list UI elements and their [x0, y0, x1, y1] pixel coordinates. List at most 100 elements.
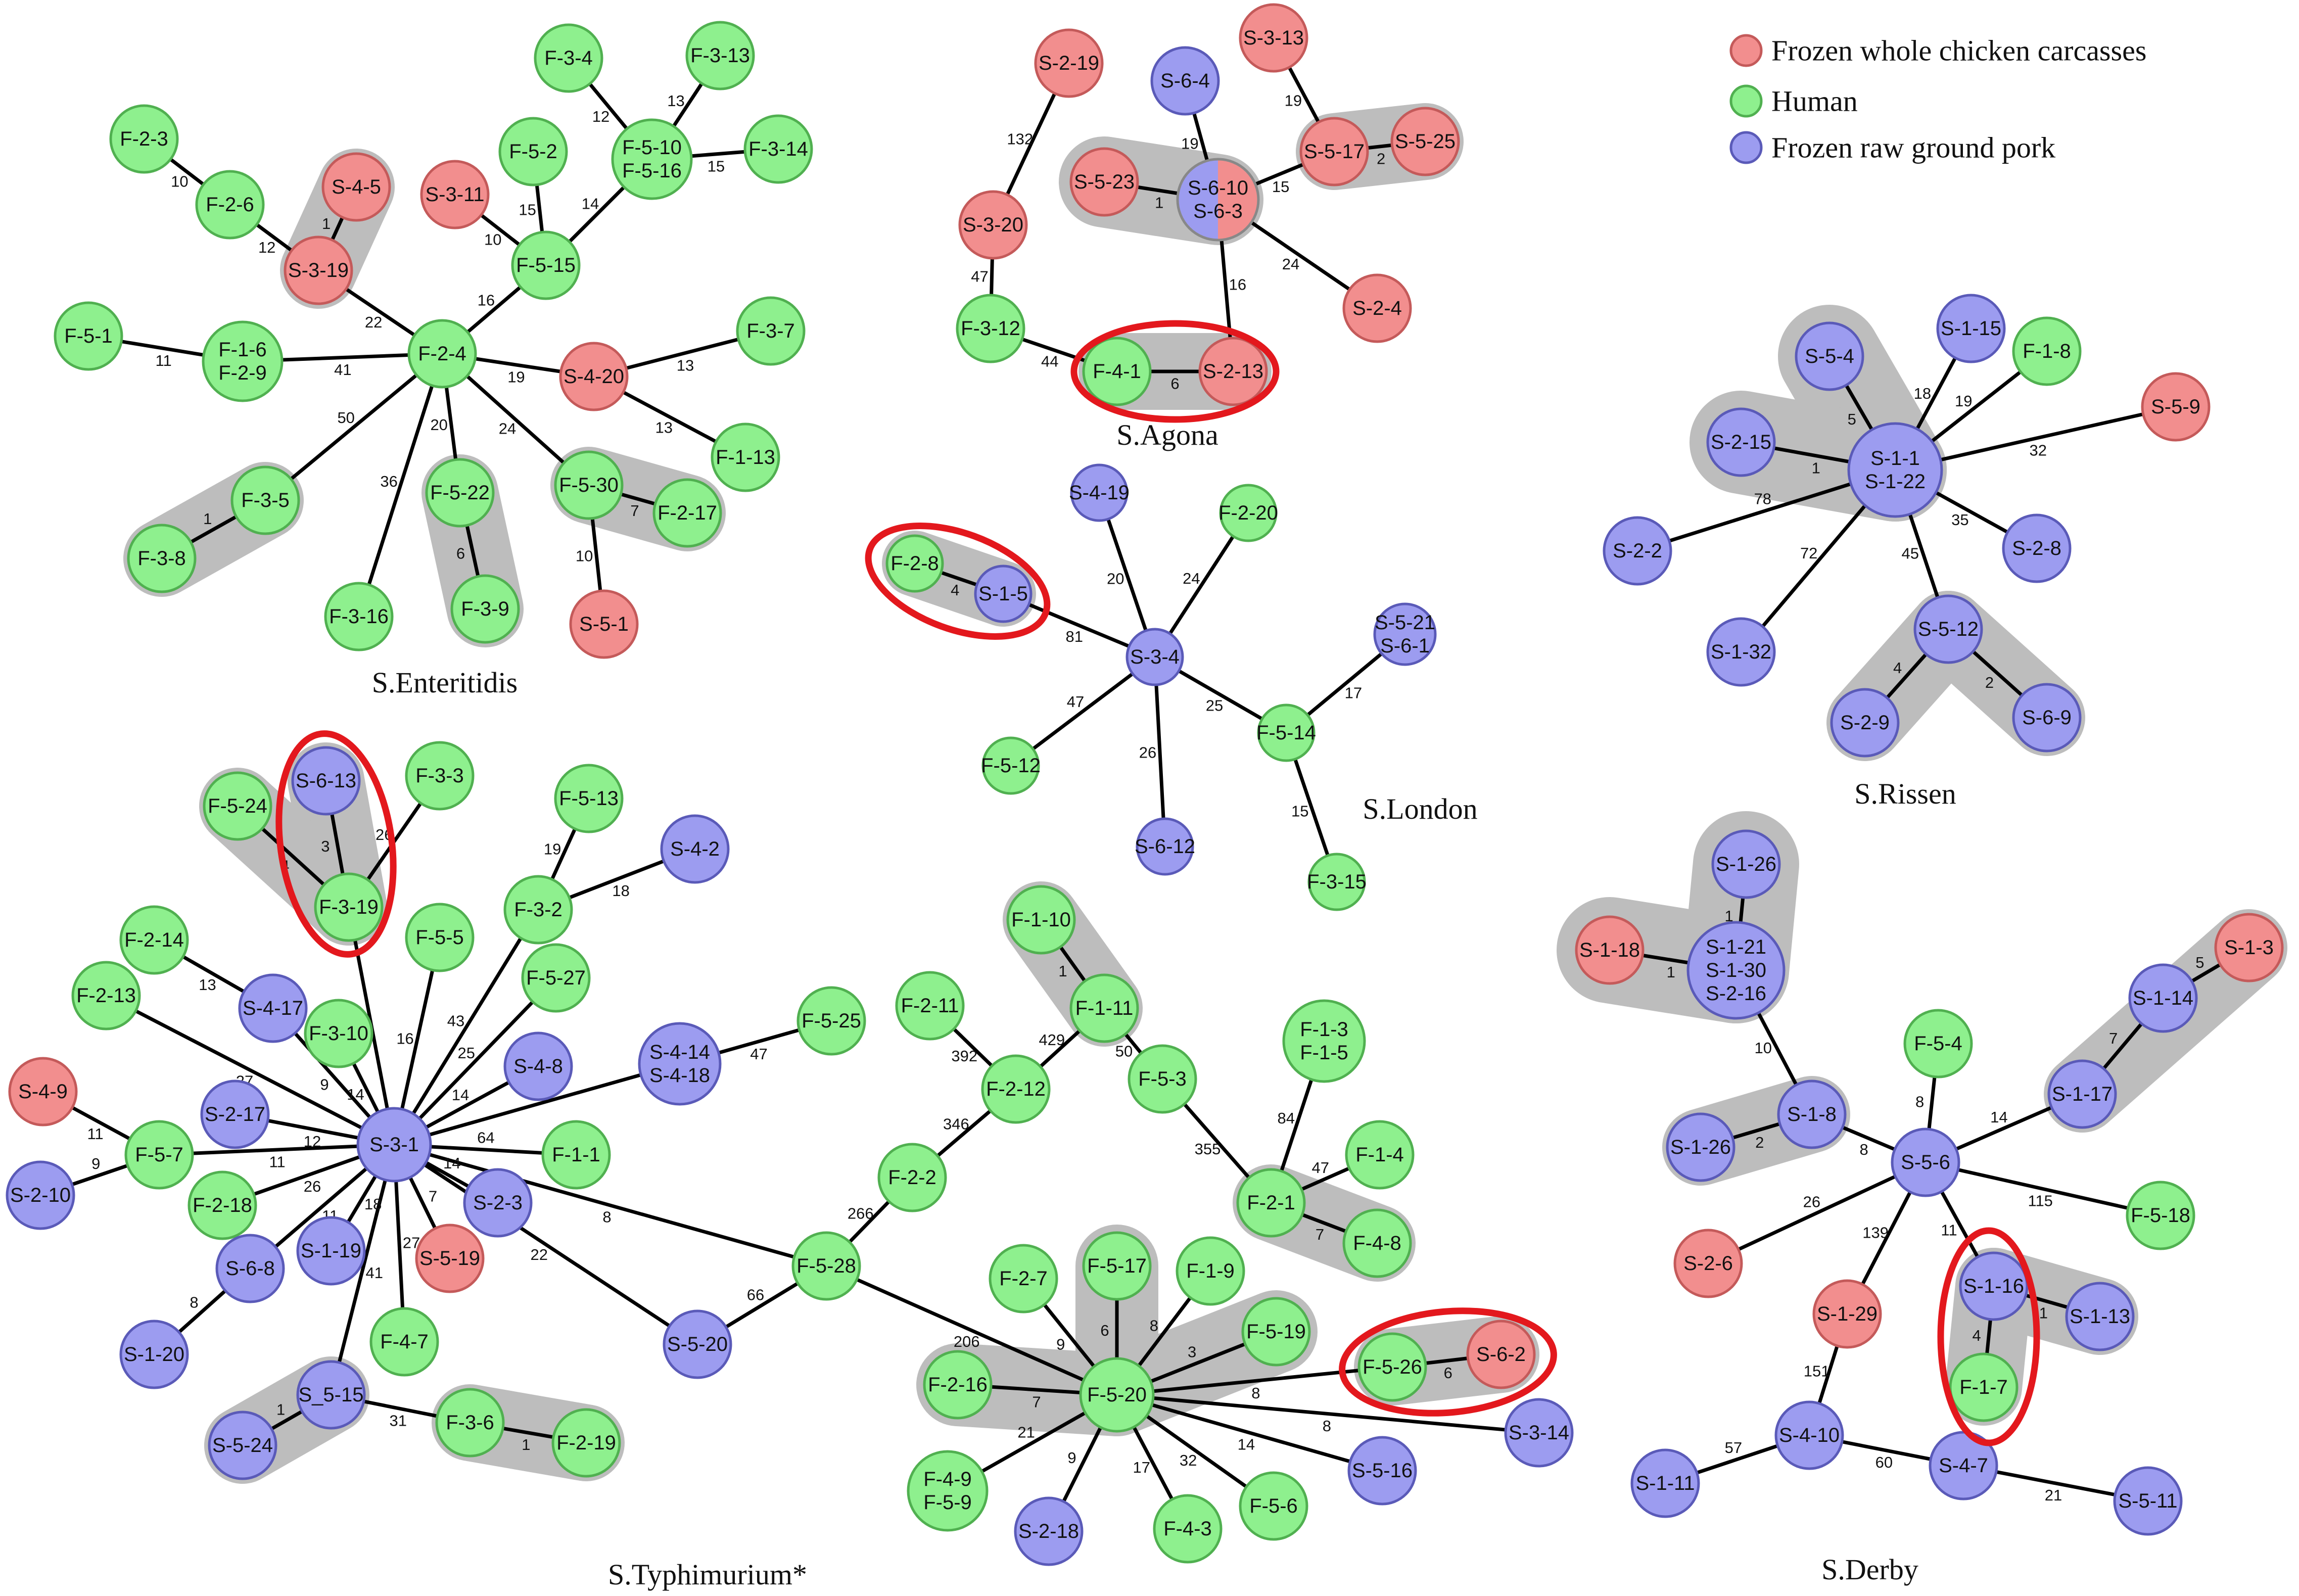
node-circle: [425, 458, 495, 528]
node-label: S-3-13: [1243, 27, 1304, 49]
node-circle: [119, 1320, 189, 1389]
node-circle: [1673, 1229, 1743, 1298]
edge-weight: 47: [971, 267, 988, 285]
node-label: F-3-5: [241, 489, 290, 511]
node-circle: [1153, 1494, 1223, 1564]
node-t-f-4-7: F-4-7: [369, 1307, 439, 1377]
edge-weight: 26: [1803, 1193, 1820, 1211]
highlight-ellipse-typhimurium-f526-s62: [1339, 1307, 1557, 1417]
node-circle: [1079, 1357, 1155, 1433]
node-label: F-3-4: [544, 47, 593, 69]
node-label: S-2-2: [1613, 540, 1662, 562]
node-circle: [736, 296, 806, 366]
node-circle: [71, 961, 141, 1030]
node-label: S-2-10: [10, 1184, 71, 1206]
node-circle: [119, 905, 189, 975]
node-label: S-2-9: [1840, 712, 1890, 734]
node-t-f-5-6: F-5-6: [1239, 1471, 1308, 1541]
edge-weight: 1: [276, 1401, 285, 1419]
edge-weight: 21: [2045, 1486, 2062, 1504]
node-circle: [2126, 1181, 2195, 1250]
edge-weight: 78: [1754, 490, 1771, 508]
node-t-f-5-25: F-5-25: [796, 986, 866, 1056]
node-label: S-5-19: [419, 1247, 480, 1270]
node-circle: [923, 1350, 993, 1420]
node-circle: [1711, 829, 1781, 899]
node-t-s-3-1: S-3-1: [356, 1107, 432, 1183]
node-label: S-4-8: [513, 1055, 563, 1077]
node-d-s-1-14: S-1-14: [2128, 963, 2198, 1033]
node-e-f-5-22: F-5-22: [425, 458, 495, 528]
edge-weight: 15: [708, 157, 725, 175]
node-circle: [1128, 1044, 1197, 1114]
node-e-f-5-10: F-5-10F-5-16: [611, 118, 693, 200]
node-a-s-2-19: S-2-19: [1034, 28, 1104, 98]
node-label: F-5-14: [1256, 722, 1316, 744]
edge-weight: 16: [396, 1029, 413, 1047]
edge-weight: 13: [199, 976, 216, 994]
edge-weight: 84: [1277, 1109, 1294, 1127]
node-label: S-4-5: [332, 176, 381, 198]
node-circle: [1706, 407, 1776, 477]
node-label: S-5-21: [1375, 612, 1435, 634]
edge-T-F-5-7-T-S-3-1: [159, 1143, 395, 1157]
node-a-s-2-13: S-2-13: [1198, 337, 1268, 406]
node-circle: [885, 534, 944, 593]
node-circle: [2113, 1466, 2183, 1536]
node-circle: [554, 764, 624, 833]
node-circle: [1347, 1436, 1417, 1506]
edge-weight: 115: [2028, 1192, 2053, 1209]
node-t-s-2-3: S-2-3: [463, 1168, 533, 1238]
node-ring: [1176, 158, 1260, 242]
node-circle: [974, 565, 1033, 623]
node-circle: [638, 1022, 722, 1106]
edge-T-S-3-1-T-F-5-28: [394, 1143, 827, 1268]
node-label: F-1-11: [1075, 997, 1134, 1019]
node-label: S-3-14: [1509, 1422, 1569, 1444]
node-label: F-3-6: [446, 1412, 494, 1434]
node-circle: [296, 1360, 366, 1430]
edge-T-F-3-2-T-S-3-1: [393, 909, 540, 1146]
node-circle: [238, 973, 308, 1043]
edge-weight: 12: [592, 108, 609, 125]
node-label: F-5-5: [415, 926, 464, 949]
legend-item-chicken: Frozen whole chicken carcasses: [1729, 34, 2146, 67]
edge-weight: 19: [1181, 134, 1198, 152]
edge-weight: 26: [1139, 743, 1156, 761]
node-label: S-4-19: [1069, 482, 1130, 504]
edge-weight: 8: [1860, 1141, 1868, 1158]
node-label: F-2-9: [218, 362, 267, 384]
node-t-f-5-27: F-5-27: [521, 943, 591, 1013]
node-l-s-1-5: S-1-5: [974, 565, 1033, 623]
node-circle: [1219, 484, 1278, 542]
node-label: S-1-20: [124, 1343, 184, 1366]
edge-weight: 9: [320, 1075, 329, 1093]
network-title-rissen: S.Rissen: [1854, 777, 1956, 810]
node-t-f-2-2: F-2-2: [877, 1143, 947, 1212]
node-label: S-6-3: [1193, 200, 1243, 222]
node-label: F-4-7: [380, 1331, 429, 1353]
node-l-f-3-15: F-3-15: [1307, 853, 1367, 911]
legend-item-human: Human: [1729, 84, 1858, 118]
edge-weight: 18: [1914, 385, 1931, 402]
edge-weight: 19: [507, 368, 525, 386]
node-label: S-1-29: [1817, 1303, 1878, 1325]
node-label: F-5-30: [559, 474, 619, 496]
node-l-s-6-12: S-6-12: [1135, 817, 1195, 876]
node-circle: [569, 589, 639, 659]
network-titles: S.Enteritidis S.Agona S.London S.Rissen …: [372, 418, 1956, 1591]
edge-weight: 6: [456, 545, 465, 562]
highlight-ellipse-typhimurium-s613-f319: [275, 730, 397, 958]
node-circle: [1774, 1400, 1844, 1470]
edge-weight: 1: [322, 215, 331, 232]
node-label: S-6-12: [1135, 835, 1195, 858]
node-circle: [407, 319, 477, 389]
node-circle: [1082, 1231, 1152, 1301]
node-label: F-2-4: [418, 343, 466, 365]
node-r-s-1-1: S-1-1S-1-22: [1847, 422, 1943, 518]
node-circle: [1466, 1320, 1536, 1389]
edge-weight: 13: [667, 92, 684, 110]
node-circle: [1307, 853, 1366, 911]
node-l-s-5-21: S-5-21S-6-1: [1373, 602, 1437, 666]
node-e-f-1-13: F-1-13: [711, 423, 780, 492]
